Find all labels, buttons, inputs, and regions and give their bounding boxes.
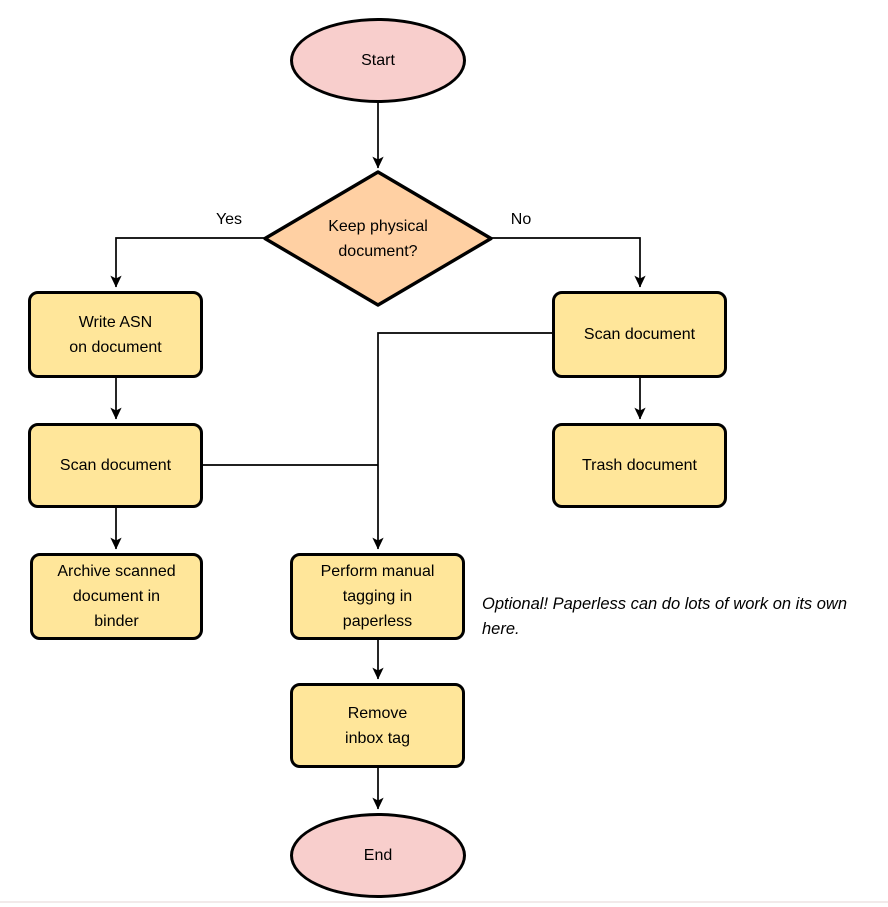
optional-note: Optional! Paperless can do lots of work … (482, 595, 848, 638)
node-scan-document-right-label: Scan document (583, 326, 696, 343)
node-decision: Keep physical document? (265, 172, 491, 305)
node-decision-label: Keep physical document? (328, 217, 428, 260)
edge-scanright-tagging (372, 332, 552, 550)
node-remove-inbox-tag: Remove inbox tag (290, 683, 465, 768)
node-trash-document: Trash document (552, 423, 727, 508)
node-decision-shape (263, 170, 493, 307)
node-start-label: Start (361, 52, 395, 69)
node-scan-document-left: Scan document (28, 423, 203, 508)
node-write-asn: Write ASN on document (28, 291, 203, 378)
node-write-asn-label: Write ASN on document (69, 313, 162, 356)
node-end-label: End (363, 847, 393, 864)
node-remove-inbox-tag-label: Remove inbox tag (345, 704, 410, 747)
edge-decision-no (492, 237, 646, 288)
bottom-border-line (0, 901, 888, 903)
edge-label-yes: Yes (205, 211, 253, 229)
node-start: Start (290, 18, 466, 103)
node-scan-document-right: Scan document (552, 291, 727, 378)
no-label-text: No (510, 211, 532, 228)
edge-label-no: No (497, 211, 545, 229)
node-manual-tagging: Perform manual tagging in paperless (290, 553, 465, 640)
node-archive-binder: Archive scanned document in binder (30, 553, 203, 640)
edge-decision-yes (110, 237, 264, 288)
node-end: End (290, 813, 466, 898)
yes-label-text: Yes (215, 211, 243, 228)
node-archive-binder-label: Archive scanned document in binder (57, 563, 176, 630)
node-scan-document-left-label: Scan document (59, 457, 172, 474)
node-trash-document-label: Trash document (581, 457, 697, 474)
node-manual-tagging-label: Perform manual tagging in paperless (320, 563, 435, 630)
